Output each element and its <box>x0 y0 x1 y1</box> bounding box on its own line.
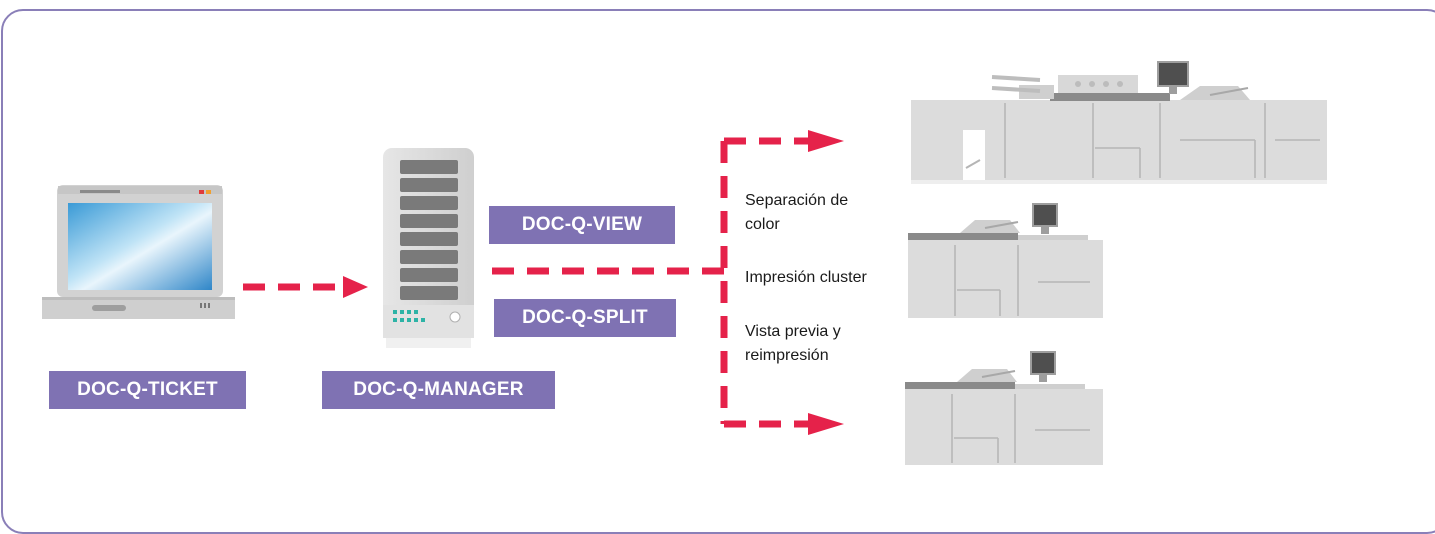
arrow-head-to-server-icon <box>343 276 368 298</box>
label-doc-q-split: DOC-Q-SPLIT <box>494 299 676 337</box>
feature-color-separation: Separación de color <box>745 192 849 233</box>
label-doc-q-ticket: DOC-Q-TICKET <box>49 371 246 409</box>
label-doc-q-view: DOC-Q-VIEW <box>489 206 675 244</box>
laptop-icon <box>42 185 235 319</box>
printer-large-icon <box>911 61 1327 184</box>
label-doc-q-manager: DOC-Q-MANAGER <box>322 371 555 409</box>
printer-medium-icon <box>908 203 1103 318</box>
feature-cluster-printing: Impresión cluster <box>745 269 867 286</box>
feature-preview-reprint: Vista previa y reimpresión <box>745 323 841 364</box>
printer-small-icon <box>905 351 1103 465</box>
arrow-head-to-bottom-printer-icon <box>808 413 844 435</box>
diagram-graphics <box>42 61 1327 465</box>
arrow-head-to-top-printer-icon <box>808 130 844 152</box>
server-icon <box>383 148 474 348</box>
